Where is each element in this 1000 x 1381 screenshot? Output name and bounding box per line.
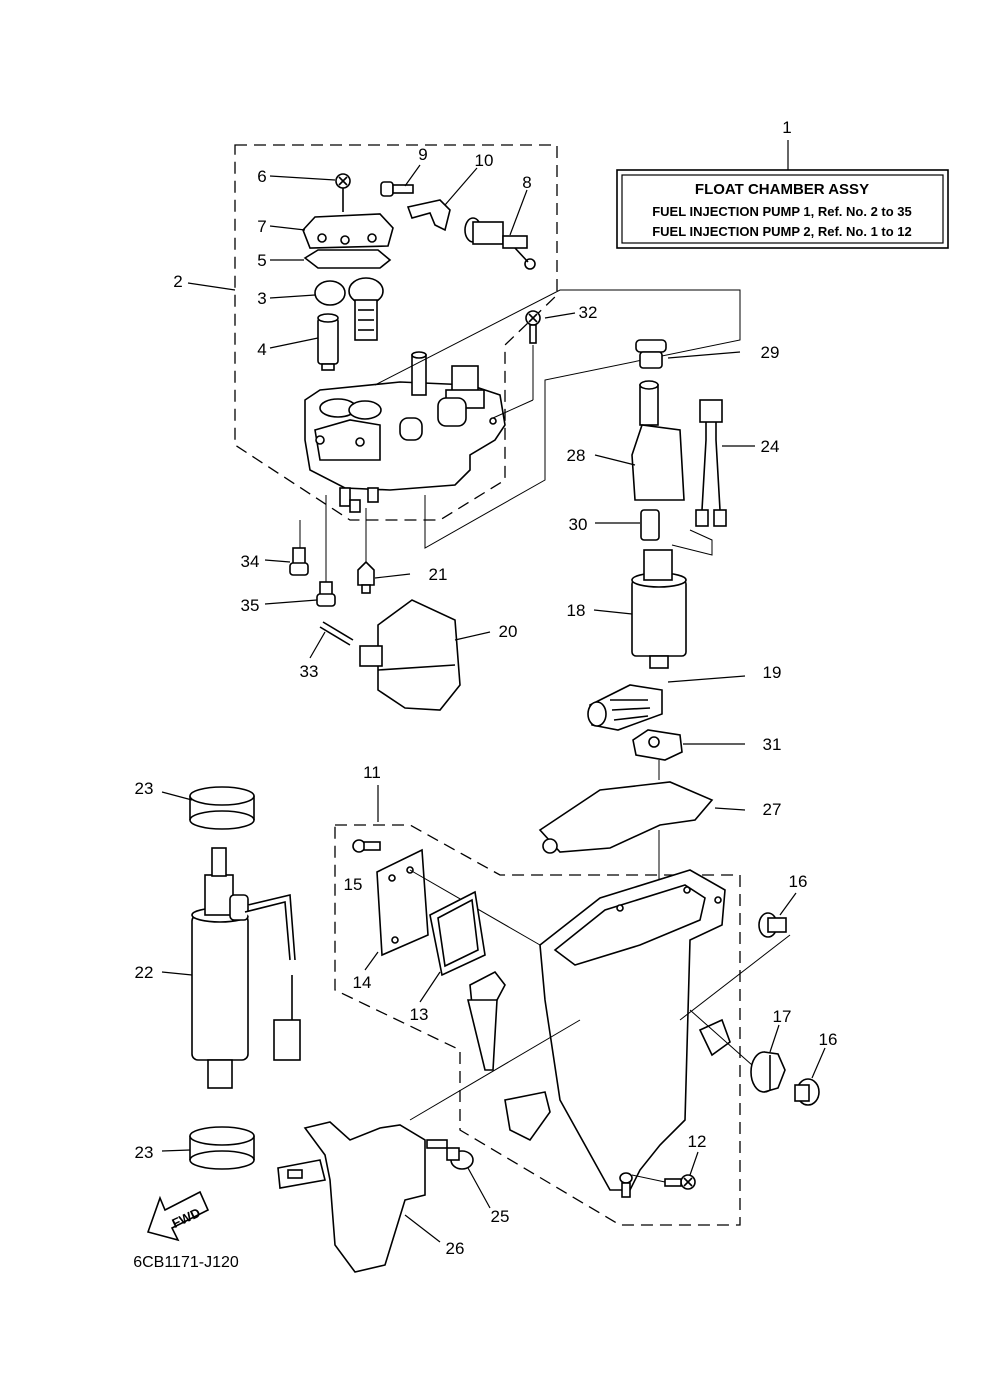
forward-arrow-icon: FWD (146, 1190, 210, 1242)
callout-20: 20 (499, 622, 518, 641)
bolt-9 (380, 181, 414, 197)
callout-24: 24 (761, 437, 780, 456)
callout-29: 29 (761, 343, 780, 362)
diagram-code: 6CB1171-J120 (133, 1254, 239, 1271)
callout-22: 22 (135, 963, 154, 982)
callout-6: 6 (257, 167, 266, 186)
callout-4: 4 (257, 340, 266, 359)
ring-23-lower (189, 1126, 255, 1170)
fuel-pump-18 (631, 549, 687, 669)
holder-31 (632, 729, 683, 761)
screw-32 (525, 310, 541, 344)
bracket-26 (277, 1121, 426, 1273)
callout-31: 31 (763, 735, 782, 754)
gasket-13 (429, 890, 486, 977)
callout-14: 14 (353, 973, 372, 992)
spacer-30 (640, 509, 660, 541)
plug-35 (316, 581, 336, 607)
legend-title: FLOAT CHAMBER ASSY (695, 181, 869, 198)
pump-body (304, 351, 506, 513)
grommet-16-upper (758, 912, 787, 938)
clamp-3 (314, 277, 384, 341)
float-chamber-body (466, 869, 731, 1198)
damper-17 (750, 1051, 786, 1093)
callout-35: 35 (241, 596, 260, 615)
screw-6 (335, 173, 351, 212)
gasket-27 (538, 781, 714, 854)
legend-line-1: FUEL INJECTION PUMP 1, Ref. No. 2 to 35 (652, 204, 912, 219)
callout-13: 13 (410, 1005, 429, 1024)
callout-10: 10 (475, 151, 494, 170)
callout-33: 33 (300, 662, 319, 681)
pump-top-28 (631, 380, 685, 501)
callout-23b: 23 (135, 1143, 154, 1162)
assembly-11-boundary (334, 824, 741, 1226)
gasket-5 (303, 249, 392, 269)
callout-16b: 16 (819, 1030, 838, 1049)
callout-32: 32 (579, 303, 598, 322)
legend-box: 1 FLOAT CHAMBER ASSY FUEL INJECTION PUMP… (616, 118, 949, 249)
filter-4 (317, 313, 339, 371)
callout-16a: 16 (789, 872, 808, 891)
screw-12 (664, 1174, 696, 1190)
screw-15 (352, 839, 381, 853)
ring-23-upper (189, 786, 255, 830)
callout-15: 15 (344, 875, 363, 894)
grommet-16-lower (794, 1078, 820, 1106)
harness-24 (695, 399, 727, 527)
assembly-2-boundary (234, 144, 558, 521)
callout-28: 28 (567, 446, 586, 465)
callout-27: 27 (763, 800, 782, 819)
pin-33 (319, 621, 354, 646)
plug-34 (289, 547, 309, 576)
cover-7 (302, 213, 394, 249)
sensor-8 (464, 217, 536, 270)
callout-8: 8 (522, 173, 531, 192)
grommet-29 (635, 339, 667, 369)
callout-18: 18 (567, 601, 586, 620)
callout-12: 12 (688, 1132, 707, 1151)
callout-21: 21 (429, 565, 448, 584)
callout-30: 30 (569, 515, 588, 534)
bolt-25 (426, 1139, 474, 1170)
callout-2: 2 (173, 272, 182, 291)
callout-7: 7 (257, 217, 266, 236)
electric-fuel-pump-22 (191, 847, 301, 1089)
legend-line-2: FUEL INJECTION PUMP 2, Ref. No. 1 to 12 (652, 224, 912, 239)
cover-20 (359, 599, 461, 711)
callout-26: 26 (446, 1239, 465, 1258)
callout-5: 5 (257, 251, 266, 270)
callout-19: 19 (763, 663, 782, 682)
callout-9: 9 (418, 145, 427, 164)
callout-17: 17 (773, 1007, 792, 1026)
callout-23a: 23 (135, 779, 154, 798)
callout-3: 3 (257, 289, 266, 308)
callout-11: 11 (363, 763, 381, 782)
valve-21 (357, 560, 375, 594)
callout-1: 1 (782, 118, 791, 137)
plate-14 (376, 848, 429, 957)
callout-25: 25 (491, 1207, 510, 1226)
strainer-19 (587, 684, 663, 731)
callout-34: 34 (241, 552, 260, 571)
bracket-10 (406, 199, 451, 232)
